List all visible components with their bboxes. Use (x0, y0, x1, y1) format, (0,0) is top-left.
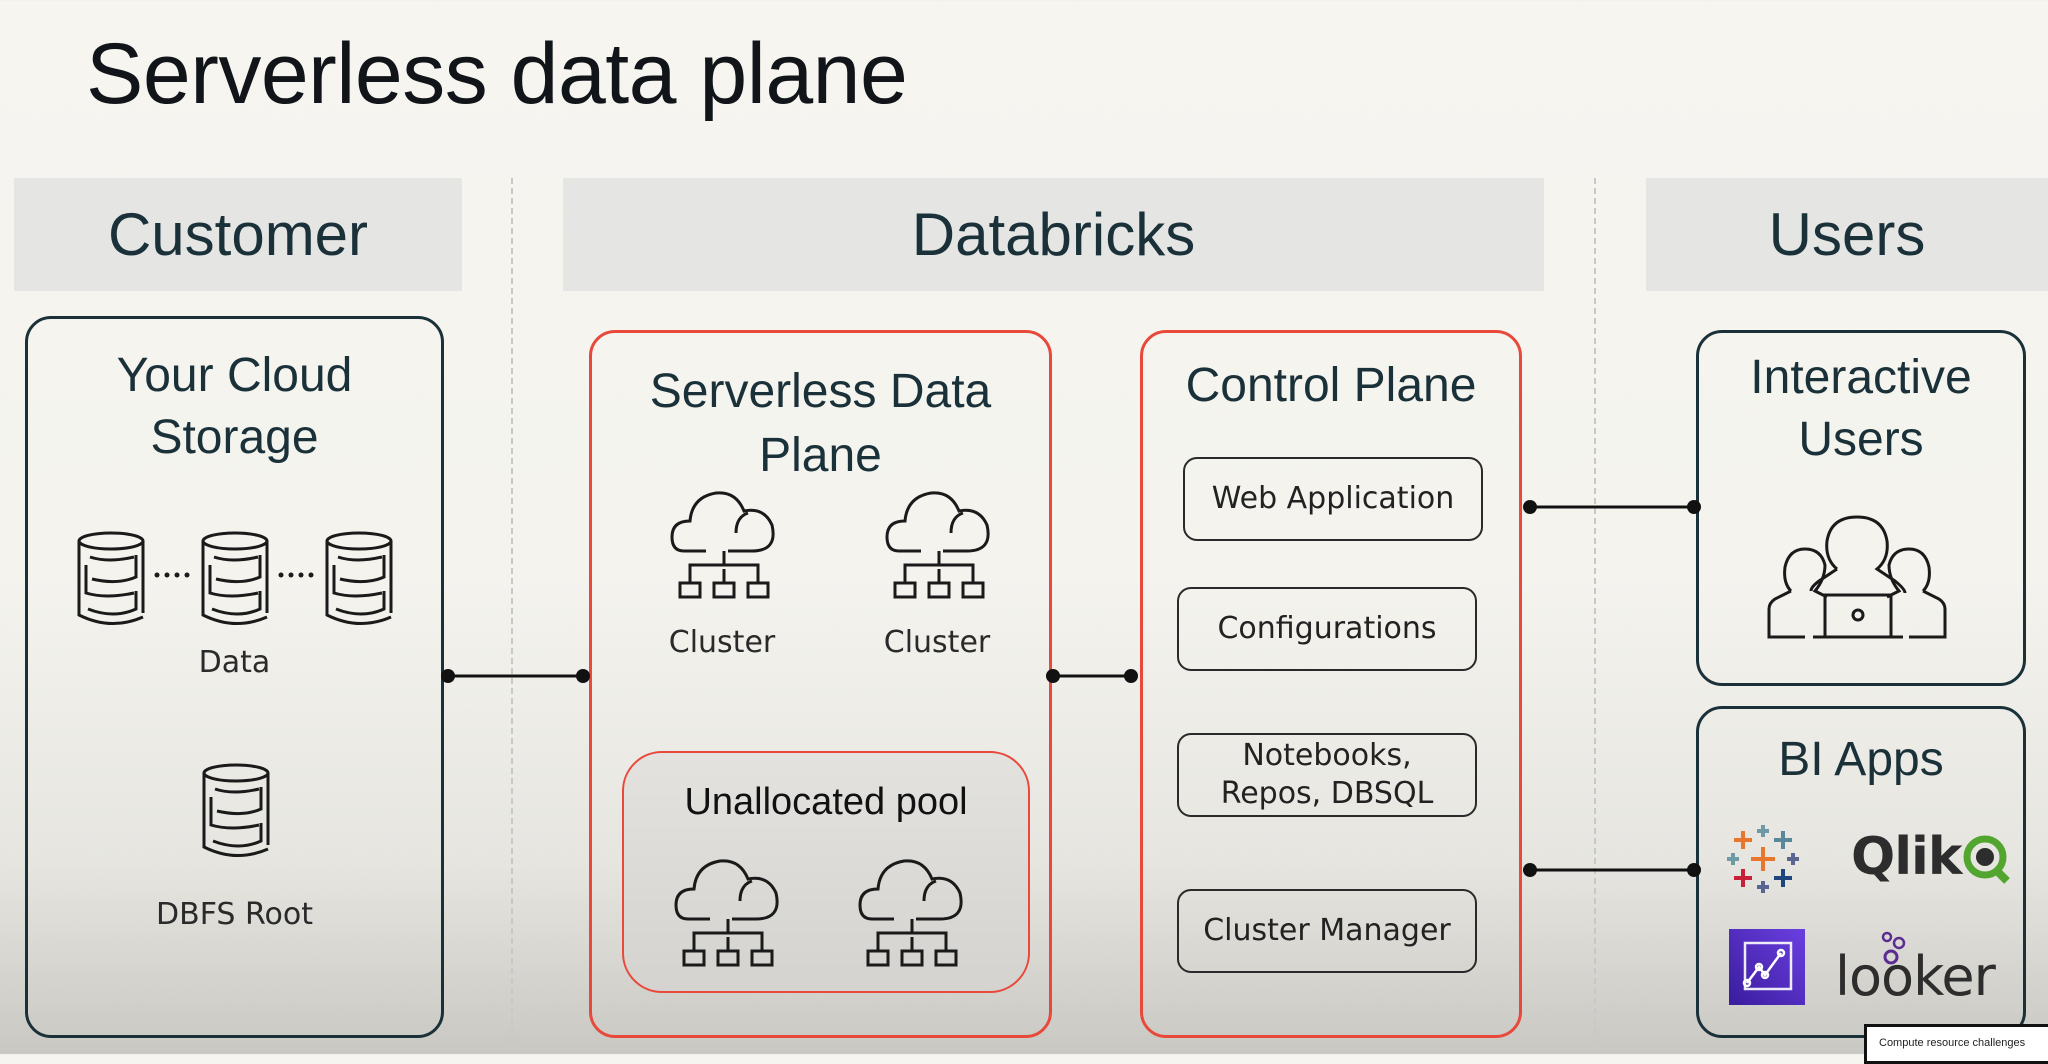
cloud-storage-title-line2: Storage (150, 411, 319, 464)
connector-serverless-to-control (1046, 669, 1138, 683)
column-header-customer: Customer (14, 178, 462, 291)
column-divider-right (1594, 178, 1596, 1054)
cluster-manager-box: Cluster Manager (1177, 889, 1477, 973)
notebooks-line2: Repos, DBSQL (1220, 776, 1434, 811)
tableau-logo-icon[interactable] (1725, 821, 1801, 897)
control-plane-title: Control Plane (1185, 359, 1477, 412)
connector-control-to-interactive-users (1523, 500, 1701, 514)
column-header-users: Users (1646, 178, 2048, 291)
serverless-title-line1: Serverless Data (649, 365, 992, 418)
unallocated-pool-title: Unallocated pool (684, 781, 968, 823)
data-label: Data (198, 645, 271, 680)
serverless-title-line2: Plane (759, 429, 882, 482)
cluster-label: Cluster (668, 625, 776, 660)
column-header-databricks: Databricks (563, 178, 1544, 291)
notebooks-line1: Notebooks, (1242, 738, 1412, 773)
bi-apps-title: BI Apps (1778, 733, 1944, 786)
configurations-box: Configurations (1177, 587, 1477, 671)
interactive-users-icon (1767, 515, 1947, 639)
connector-storage-to-serverless (441, 669, 590, 683)
column-divider-left (511, 178, 513, 1054)
notebooks-repos-dbsql-box: Notebooks, Repos, DBSQL (1177, 733, 1477, 817)
quicksight-logo-icon[interactable] (1729, 929, 1805, 1005)
web-application-box: Web Application (1183, 457, 1483, 541)
qlik-logo-icon[interactable] (1961, 833, 2013, 885)
slide-title: Serverless data plane (86, 26, 908, 122)
cloud-storage-title-line1: Your Cloud (116, 349, 353, 402)
interactive-users-title-line1: Interactive (1750, 351, 1972, 404)
interactive-users-title-line2: Users (1798, 413, 1924, 466)
qlik-logo-text[interactable]: Qlik (1851, 827, 1962, 887)
data-storage-icon (77, 531, 393, 626)
cluster-label: Cluster (883, 625, 991, 660)
cloud-storage-panel: Your Cloud Storage Data DBFS Root (25, 316, 444, 1038)
looker-logo-icon (1881, 931, 1906, 965)
cluster-icon (670, 491, 775, 599)
connector-control-to-bi-apps (1523, 863, 1701, 877)
control-plane-panel: Control Plane Web Application Configurat… (1140, 330, 1522, 1038)
chapter-tooltip[interactable]: Compute resource challenges (1864, 1024, 2048, 1064)
unallocated-pool: Unallocated pool (622, 751, 1030, 993)
dbfs-root-label: DBFS Root (156, 897, 313, 932)
serverless-data-plane-panel: Serverless Data Plane Cluster Cluster Un… (589, 330, 1052, 1038)
looker-logo-text[interactable]: looker (1835, 945, 1996, 1008)
